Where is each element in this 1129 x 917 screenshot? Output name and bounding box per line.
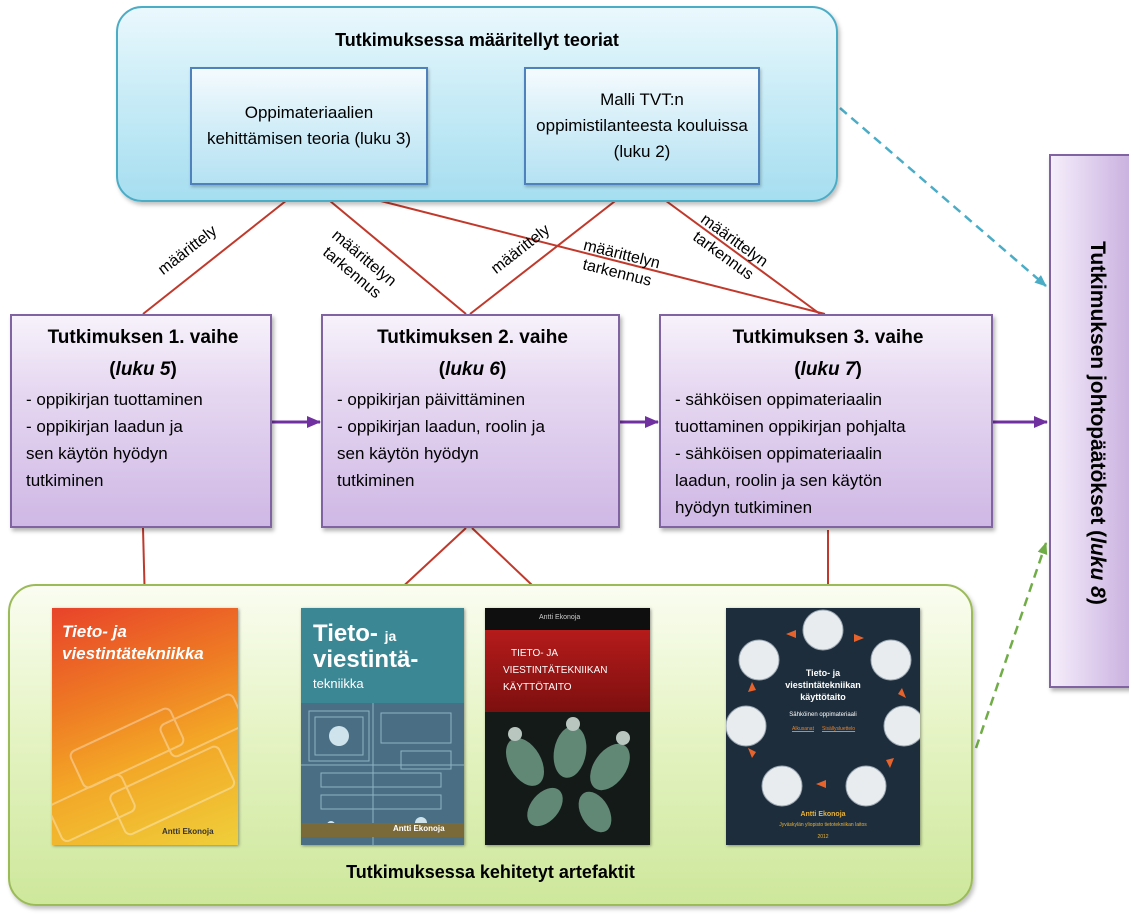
phase-item: - oppikirjan tuottaminen — [26, 390, 203, 409]
book3-title-line2: VIESTINTÄTEKNIIKAN — [503, 665, 608, 676]
book4-subtitle: Sähköinen oppimateriaali — [789, 712, 857, 718]
linked-figures-image — [485, 712, 650, 845]
theory-box-tvt-model: Malli TVT:n oppimistilanteesta kouluissa… — [524, 67, 760, 185]
theories-panel: Tutkimuksessa määritellyt teoriat Oppima… — [116, 6, 838, 202]
book1-author: Antti Ekonoja — [162, 827, 214, 836]
book-cover-2: Tieto- ja viestintä- tekniikka Antti Eko… — [301, 608, 464, 845]
book-cover-1: Tieto- ja viestintätekniikka Antti Ekono… — [52, 608, 238, 845]
artifacts-panel-title: Tutkimuksessa kehitetyt artefaktit — [346, 862, 635, 882]
book2-title-line3: tekniikka — [313, 676, 364, 691]
phase-title: Tutkimuksen 3. vaihe (luku 7) — [732, 327, 924, 380]
book4-publisher: Jyväskylän yliopisto tietotekniikan lait… — [779, 822, 867, 828]
book1-title-line1: Tieto- ja — [62, 622, 127, 641]
edge-phase3-theory1 — [313, 181, 826, 315]
book2-author: Antti Ekonoja — [393, 824, 445, 833]
book4-link-foreword[interactable]: Alkusanat — [792, 726, 814, 732]
conclusion-label: Tutkimuksen johtopäätökset (luku 8) — [1086, 241, 1109, 605]
phase-item: - sähköisen oppimateriaalin laadun, rool… — [675, 444, 882, 517]
book-cover-4: Tieto- ja viestintätekniikan käyttötaito… — [726, 608, 920, 845]
book4-author: Antti Ekonoja — [800, 811, 846, 818]
phase-title: Tutkimuksen 2. vaihe (luku 6) — [377, 327, 568, 380]
book3-red-band — [485, 630, 650, 712]
phase-item: - oppikirjan laadun, roolin ja sen käytö… — [337, 417, 545, 490]
edge-phase3-theory2 — [642, 183, 821, 315]
book4-title-line2: viestintätekniikan — [785, 680, 861, 690]
keyboard-pattern-image — [52, 693, 238, 843]
edge-theories-conclusion — [839, 107, 1047, 287]
edge-artifacts-conclusion — [974, 542, 1048, 749]
book-cover-3: Antti Ekonoja TIETO- JA VIESTINTÄTEKNIIK… — [485, 608, 650, 845]
edge-phase2-theory2 — [469, 183, 638, 315]
book2-title-line2: viestintä- — [313, 646, 419, 673]
phase-item: - oppikirjan päivittäminen — [337, 390, 526, 409]
phase-box-1: Tutkimuksen 1. vaihe (luku 5) - oppikirj… — [10, 314, 272, 528]
motherboard-image — [301, 703, 464, 845]
book2-title-line1: Tieto- ja — [313, 620, 397, 647]
edge-phase2-theory1 — [311, 185, 467, 315]
book3-title-line3: KÄYTTÖTAITO — [503, 682, 572, 693]
book4-link-contents[interactable]: Sisällysluettelo — [822, 726, 856, 732]
phase-box-2: Tutkimuksen 2. vaihe (luku 6) - oppikirj… — [321, 314, 620, 528]
book4-year: 2012 — [817, 834, 829, 840]
book4-title-line1: Tieto- ja — [805, 668, 841, 678]
book1-title-line2: viestintätekniikka — [62, 644, 204, 663]
conclusion-box: Tutkimuksen johtopäätökset (luku 8) — [1049, 154, 1129, 688]
edge-phase1-theory1 — [142, 184, 307, 315]
screenshot-ring-image — [726, 609, 920, 807]
book4-title-line3: käyttötaito — [800, 692, 846, 702]
book3-author: Antti Ekonoja — [539, 614, 581, 621]
book2-author-band — [301, 823, 464, 837]
phase-item: - sähköisen oppimateriaalin tuottaminen … — [675, 390, 906, 436]
phase-item: - oppikirjan laadun ja sen käytön hyödyn… — [26, 417, 183, 490]
theory-box-materials: Oppimateriaalien kehittämisen teoria (lu… — [190, 67, 428, 185]
book3-title-line1: TIETO- JA — [511, 648, 559, 659]
theories-panel-title: Tutkimuksessa määritellyt teoriat — [335, 30, 619, 50]
phase-box-3: Tutkimuksen 3. vaihe (luku 7) - sähköise… — [659, 314, 993, 528]
phase-title: Tutkimuksen 1. vaihe (luku 5) — [47, 327, 239, 380]
book2-header — [301, 608, 464, 703]
